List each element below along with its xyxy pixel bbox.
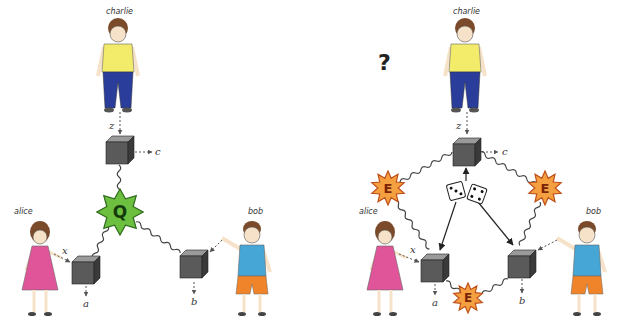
outcome-letter: c — [502, 147, 508, 157]
bob-figure — [557, 221, 605, 316]
input-arrow — [399, 254, 419, 262]
output-arrow — [435, 284, 436, 295]
alice-figure — [367, 221, 407, 316]
node-letter: E — [452, 282, 484, 314]
setting-letter: x — [62, 246, 68, 256]
source-arrow — [465, 168, 466, 181]
quantum-wire — [394, 199, 431, 250]
source-arrow — [478, 202, 513, 245]
measurement-box — [421, 254, 449, 282]
quantum-wire — [394, 150, 453, 186]
source-arrow — [440, 202, 456, 250]
setting-letter: x — [410, 245, 416, 255]
measurement-box — [72, 256, 100, 284]
output-arrow — [86, 286, 87, 296]
outcome-letter: b — [519, 296, 525, 306]
question-mark: ? — [378, 52, 391, 74]
measurement-box — [453, 138, 481, 166]
node-letter: E — [370, 170, 406, 206]
measurement-box — [508, 250, 536, 278]
quantum-wire — [481, 277, 509, 295]
node-letter: Q — [96, 188, 144, 236]
node-letter: E — [527, 170, 563, 206]
node-shape — [97, 189, 143, 235]
quantum-wire — [518, 201, 541, 246]
charlie-figure — [98, 18, 138, 113]
input-arrow — [210, 240, 222, 252]
dice — [446, 181, 487, 204]
input-arrow — [538, 240, 557, 250]
quantum-wire — [91, 225, 109, 259]
person-name: alice — [14, 208, 33, 216]
person-name: charlie — [453, 8, 480, 16]
person-name: bob — [248, 208, 263, 216]
eavesdropper-burst: E — [527, 170, 563, 206]
setting-letter: z — [456, 121, 461, 131]
charlie-figure — [445, 18, 485, 113]
input-arrow — [467, 112, 468, 134]
alice-figure — [22, 221, 62, 316]
eavesdropper-burst: E — [370, 170, 406, 206]
bob-figure — [222, 221, 270, 316]
quantum-wire — [479, 150, 538, 186]
measurement-box — [106, 136, 134, 164]
outcome-letter: a — [432, 298, 438, 308]
input-arrow — [120, 112, 121, 134]
person-name: charlie — [106, 8, 133, 16]
output-arrow — [135, 152, 152, 153]
quantum-wire — [135, 221, 181, 255]
output-arrow — [194, 282, 195, 294]
outcome-letter: a — [83, 299, 89, 309]
output-arrow — [522, 279, 523, 293]
measurement-box — [180, 250, 208, 278]
quantum-source-star: Q — [96, 188, 144, 236]
person-name: alice — [359, 208, 378, 216]
eavesdropper-burst: E — [452, 282, 484, 314]
outcome-letter: b — [191, 297, 197, 307]
person-name: bob — [586, 208, 601, 216]
setting-letter: z — [109, 121, 114, 131]
outcome-letter: c — [155, 147, 161, 157]
